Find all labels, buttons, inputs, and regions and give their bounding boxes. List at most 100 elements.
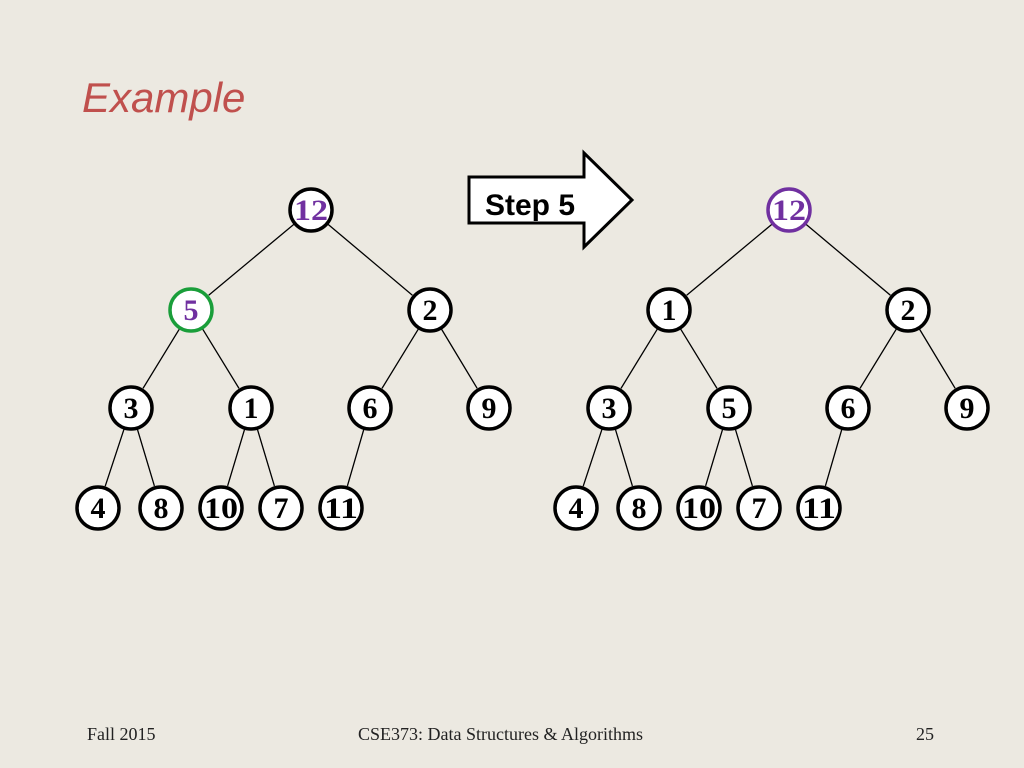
heap-node-circle — [646, 287, 692, 333]
tree-edge — [582, 427, 604, 487]
heap-node: 8 — [138, 485, 184, 531]
tree-edge — [804, 223, 891, 296]
footer-date: Fall 2015 — [87, 724, 156, 744]
heap-node-value: 1 — [662, 294, 677, 327]
heap-node-value: 10 — [682, 492, 716, 525]
heap-node-circle — [885, 287, 931, 333]
heap-node-value: 7 — [274, 492, 289, 525]
tree-edge — [614, 427, 634, 487]
heap-node: 2 — [407, 287, 453, 333]
heap-node-circle — [347, 385, 393, 431]
heap-node-value: 8 — [154, 492, 169, 525]
footer-page-number: 25 — [916, 724, 934, 744]
heap-node-value: 4 — [91, 492, 106, 525]
heap-node-circle — [318, 485, 364, 531]
heap-node-value: 7 — [752, 492, 767, 525]
heap-node-circle — [944, 385, 990, 431]
heap-node: 3 — [586, 385, 632, 431]
tree-edge — [136, 427, 156, 487]
tree-edge — [734, 427, 754, 487]
heap-node-value: 5 — [722, 392, 737, 425]
heap-node-circle — [736, 485, 782, 531]
heap-node-circle — [796, 485, 842, 531]
heap-node-value: 3 — [602, 392, 617, 425]
heap-node-circle — [407, 287, 453, 333]
tree-edge — [142, 327, 181, 389]
heap-node-value: 11 — [324, 492, 358, 525]
heap-node-circle — [586, 385, 632, 431]
heap-node: 9 — [466, 385, 512, 431]
heap-node-value: 11 — [802, 492, 836, 525]
heap-node: 7 — [258, 485, 304, 531]
heap-node-value: 12 — [772, 194, 806, 227]
heap-node: 11 — [796, 485, 842, 531]
tree-edge — [226, 427, 246, 487]
tree-edge — [440, 327, 478, 389]
heap-node-circle — [706, 385, 752, 431]
heap-node: 6 — [825, 385, 871, 431]
heap-node-circle — [825, 385, 871, 431]
tree-edge — [918, 327, 956, 389]
step-arrow: Step 5 — [467, 149, 635, 251]
heap-node-value: 12 — [294, 194, 328, 227]
heap-node-value: 6 — [363, 392, 378, 425]
heap-node-circle — [138, 485, 184, 531]
heap-node: 6 — [347, 385, 393, 431]
heap-node-circle — [466, 385, 512, 431]
tree-edge — [104, 427, 126, 487]
heap-node-circle — [676, 485, 722, 531]
heap-node-circle — [228, 385, 274, 431]
heap-node: 1 — [228, 385, 274, 431]
tree-edge — [208, 222, 296, 296]
tree-edge — [201, 327, 240, 389]
heap-node-circle — [168, 287, 214, 333]
heap-node: 10 — [676, 485, 722, 531]
heap-node-value: 3 — [124, 392, 139, 425]
tree-edge — [679, 327, 718, 389]
heap-node: 4 — [553, 485, 599, 531]
heap-node: 3 — [108, 385, 154, 431]
heap-node-circle — [258, 485, 304, 531]
heap-node-value: 4 — [569, 492, 584, 525]
heap-node-value: 1 — [244, 392, 259, 425]
tree-edge — [859, 327, 898, 389]
step-arrow-shape — [467, 149, 635, 251]
heap-node: 4 — [75, 485, 121, 531]
heap-node-circle — [766, 187, 812, 233]
heap-node: 12 — [288, 187, 334, 233]
heap-node: 10 — [198, 485, 244, 531]
heap-node: 9 — [944, 385, 990, 431]
tree-before: 12 5 2 3 1 6 9 4 8 10 7 11 — [75, 187, 512, 531]
tree-edge — [686, 222, 774, 296]
tree-edge — [381, 327, 420, 389]
step-arrow-label: Step 5 — [485, 189, 575, 222]
slide-title: Example — [82, 74, 246, 121]
tree-edge — [326, 223, 413, 296]
heap-node: 5 — [706, 385, 752, 431]
tree-edge — [824, 427, 843, 487]
heap-node: 7 — [736, 485, 782, 531]
heap-node: 11 — [318, 485, 364, 531]
footer-course: CSE373: Data Structures & Algorithms — [358, 724, 643, 744]
heap-node: 8 — [616, 485, 662, 531]
heap-node: 2 — [885, 287, 931, 333]
tree-edge — [620, 327, 659, 389]
tree-edge — [256, 427, 276, 487]
heap-node: 12 — [766, 187, 812, 233]
heap-node-value: 9 — [960, 392, 975, 425]
heap-node-value: 8 — [632, 492, 647, 525]
heap-node-value: 10 — [204, 492, 238, 525]
heap-node-circle — [198, 485, 244, 531]
heap-node-value: 2 — [901, 294, 916, 327]
heap-node-circle — [616, 485, 662, 531]
heap-node-value: 6 — [841, 392, 856, 425]
heap-node-circle — [108, 385, 154, 431]
tree-edge — [704, 427, 724, 487]
heap-node: 1 — [646, 287, 692, 333]
heap-node: 5 — [168, 287, 214, 333]
tree-edge — [346, 427, 365, 487]
heap-node-circle — [288, 187, 334, 233]
heap-node-circle — [75, 485, 121, 531]
